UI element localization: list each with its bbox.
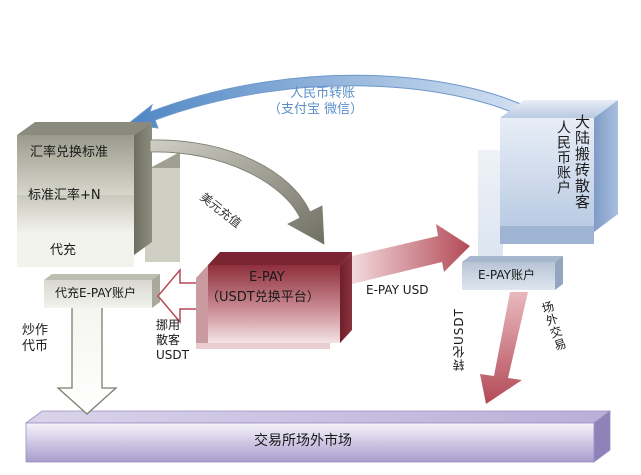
- agent-epay-account-label: 代充E-PAY账户: [55, 286, 136, 300]
- left-box: [17, 122, 180, 308]
- transfer-usdt-label: 转化USDT: [452, 308, 466, 371]
- epay-usd-label: E-PAY USD: [366, 283, 429, 297]
- epay-title: E-PAY: [249, 270, 285, 285]
- rmb-transfer-line2: （支付宝 微信）: [268, 102, 364, 118]
- epay-usd-arrow: [352, 224, 470, 284]
- misappropriate-line2: 散客: [156, 333, 181, 347]
- epay-box: [196, 252, 352, 349]
- speculate-down-arrow: [56, 303, 118, 415]
- right-box: [462, 100, 618, 290]
- rmb-account-label: 人民币账户: [555, 120, 571, 195]
- misappropriate-label: 挪用 散客 USDT: [156, 318, 189, 363]
- otc-market-bar: [24, 410, 612, 463]
- rmb-transfer-line1: 人民币转账: [290, 86, 356, 101]
- misappropriate-line1: 挪用: [156, 318, 181, 332]
- misappropriate-line3: USDT: [156, 348, 189, 362]
- otc-market-label: 交易所场外市场: [254, 433, 352, 449]
- rmb-transfer-label: 人民币转账 （支付宝 微信）: [268, 86, 363, 119]
- standard-rate-label: 标准汇率+N: [28, 188, 101, 203]
- epay-subtitle: （USDT兑换平台）: [206, 290, 320, 305]
- agent-recharge-label: 代充: [50, 243, 77, 258]
- usd-recharge-arrow: [149, 139, 325, 245]
- speculate-line1: 炒作: [22, 323, 49, 338]
- right-epay-account-label: E-PAY账户: [478, 268, 535, 282]
- mainland-retail-label: 大陆搬砖散客: [573, 114, 591, 210]
- exchange-standard-label: 汇率兑换标准: [30, 145, 109, 160]
- speculate-label: 炒作 代币: [22, 323, 48, 356]
- otc-down-arrow: [480, 292, 528, 404]
- speculate-line2: 代币: [22, 339, 49, 355]
